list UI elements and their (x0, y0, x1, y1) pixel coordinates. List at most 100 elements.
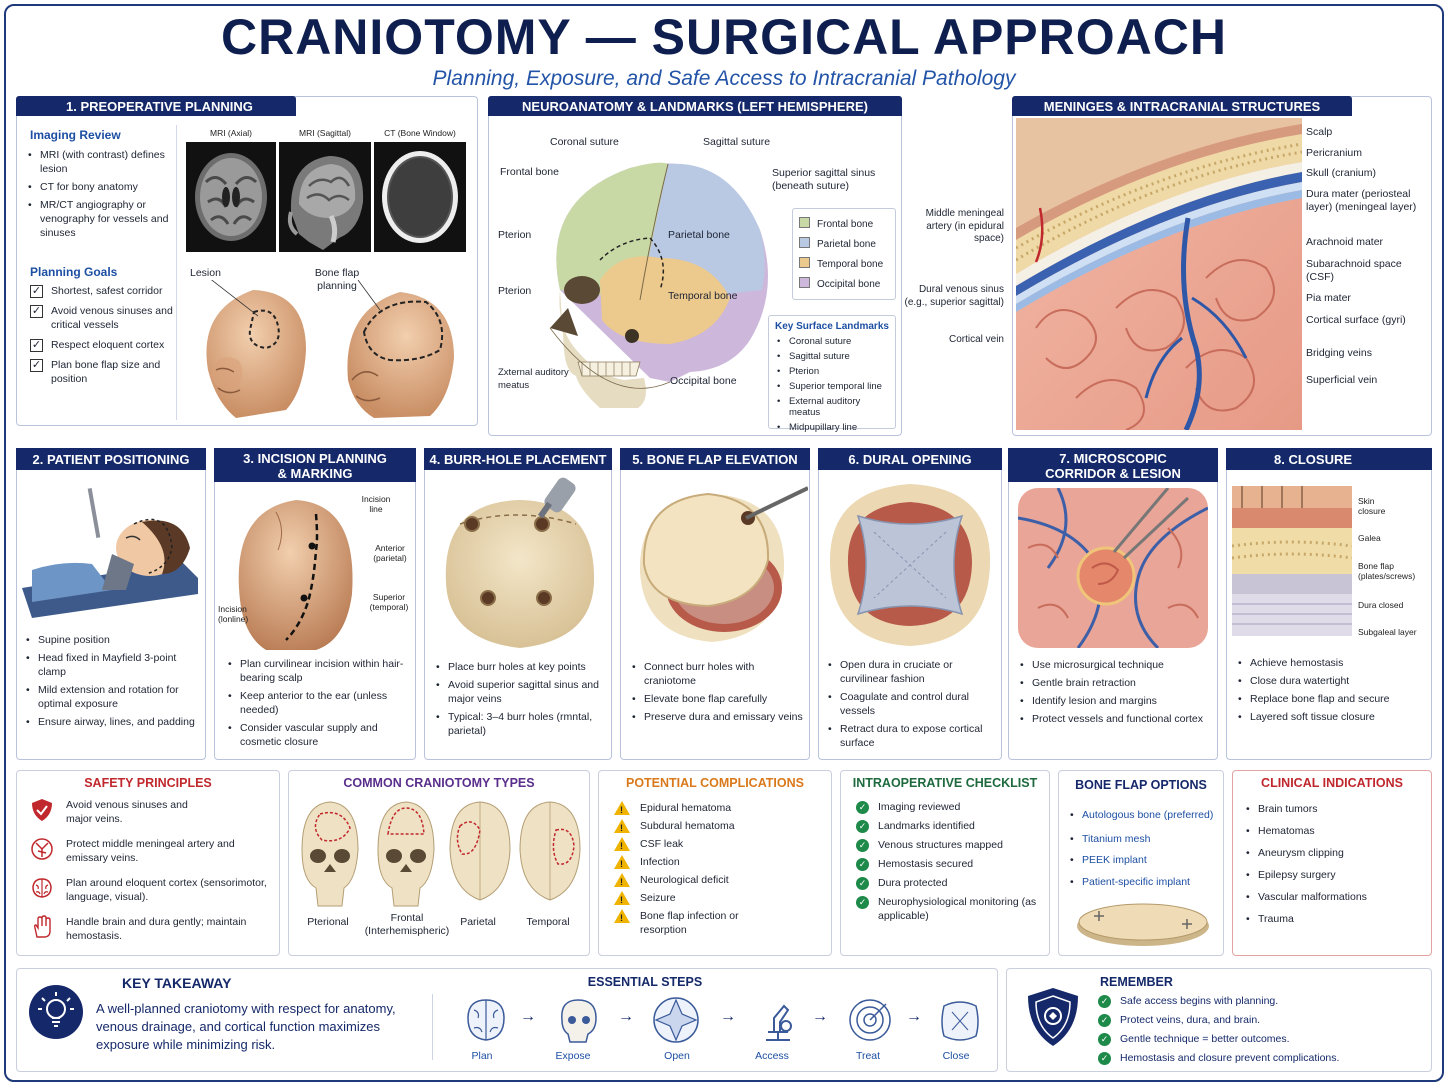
takeaway-title: KEY TAKEAWAY (122, 975, 232, 991)
microscopic-list: Use microsurgical technique Gentle brain… (1018, 658, 1214, 730)
complications-panel (598, 770, 832, 956)
list-item: Protect vessels and functional cortex (1018, 712, 1214, 726)
anterior-label: Anterior (parietal) (373, 543, 407, 563)
galea-label: Galea (1358, 533, 1381, 543)
scan-label-ct: CT (Bone Window) (384, 128, 456, 138)
list-item: Gentle brain retraction (1018, 676, 1214, 690)
clinical-indications-list: Brain tumors Hematomas Aneurysm clipping… (1244, 802, 1428, 930)
scan-label-sagittal: MRI (Sagittal) (299, 128, 351, 138)
temporal-bone-label: Temporal bone (668, 290, 738, 302)
bone-flap-options-list: Autologous bone (preferred) Titanium mes… (1068, 808, 1222, 893)
check-circle-icon: ✓ (856, 896, 869, 909)
arrow-icon: → (720, 1008, 736, 1025)
complications-title: POTENTIAL COMPLICATIONS (625, 776, 804, 790)
subgaleal-layer-label: Subgaleal layer (1358, 627, 1417, 637)
vertical-divider (176, 125, 177, 420)
takeaway-panel (16, 968, 998, 1072)
coronal-suture-label: Coronal suture (550, 136, 619, 148)
list-item: Open dura in cruciate or curvilinear fas… (826, 658, 998, 686)
closure-list: Achieve hemostasis Close dura watertight… (1236, 656, 1426, 728)
checkbox-icon: ✓ (30, 359, 43, 372)
arrow-icon: → (520, 1008, 536, 1025)
list-item: Brain tumors (1244, 802, 1428, 816)
warning-icon: ! (614, 819, 630, 833)
step-label-open: Open (664, 1050, 690, 1062)
type-label-temporal: Temporal (526, 916, 570, 928)
step-label-expose: Expose (555, 1050, 591, 1062)
list-item: Plan curvilinear incision within hair-be… (226, 657, 410, 685)
pterion-label-1: Pterion (498, 229, 532, 241)
checklist-item: ✓Landmarks identified (856, 819, 1046, 833)
complication-item: !Subdural hematoma (614, 819, 826, 833)
safety-list: Avoid venous sinuses and major veins. Pr… (30, 798, 274, 952)
skin-closure-label: Skin closure (1358, 496, 1386, 516)
checklist-item: ✓Dura protected (856, 876, 1046, 890)
list-item: Supine position (24, 633, 200, 647)
check-circle-icon: ✓ (1098, 995, 1111, 1008)
neuroanatomy-header: NEUROANATOMY & LANDMARKS (LEFT HEMISPHER… (488, 96, 902, 116)
parietal-bone-label: Parietal bone (668, 229, 730, 241)
step-closure-header: 8. CLOSURE (1226, 448, 1432, 470)
checklist-item: ✓Venous structures mapped (856, 838, 1046, 852)
burr-hole-illustration (445, 477, 595, 648)
incision-marking-illustration (238, 500, 353, 650)
checkbox-icon: ✓ (30, 305, 43, 318)
incision-lonline-label: Incision (lonline) (218, 604, 249, 624)
step-dural-opening-header: 6. DURAL OPENING (818, 448, 1002, 470)
complication-item: !Bone flap infection or resorption (614, 909, 826, 937)
mri-sagittal-image (279, 142, 371, 252)
imaging-review-title: Imaging Review (30, 128, 121, 142)
step-bone-flap-header: 5. BONE FLAP ELEVATION (620, 448, 810, 470)
bone-flap-elevation-illustration (639, 486, 808, 642)
legend-item: Parietal bone (799, 235, 889, 255)
superior-sagittal-sinus-label: Superior sagittal sinus (beneath suture) (772, 167, 876, 192)
type-label-parietal: Parietal (460, 916, 496, 928)
clinical-indications-title: CLINICAL INDICATIONS (1261, 776, 1403, 790)
dural-venous-sinus-label: Dural venous sinus (e.g., superior sagit… (904, 284, 1005, 308)
cortical-surface-label: Cortical surface (gyri) (1306, 314, 1406, 326)
warning-icon: ! (614, 873, 630, 887)
safety-item: Plan around eloquent cortex (sensorimoto… (30, 876, 274, 904)
remember-item: ✓Gentle technique = better outcomes. (1098, 1032, 1428, 1046)
list-item: Aneurysm clipping (1244, 846, 1428, 860)
list-item: Elevate bone flap carefully (630, 692, 806, 706)
step-positioning-header: 2. PATIENT POSITIONING (16, 448, 206, 470)
craniotomy-types-illustration (301, 801, 581, 907)
takeaway-text: A well-planned craniotomy with respect f… (96, 1001, 396, 1052)
incision-line-label: Incision line (361, 494, 391, 514)
craniotomy-types-title: COMMON CRANIOTOMY TYPES (343, 776, 535, 790)
step-label-access: Access (755, 1050, 789, 1062)
complication-item: !CSF leak (614, 837, 826, 851)
checkbox-icon: ✓ (30, 285, 43, 298)
list-item: Titanium mesh (1068, 832, 1222, 846)
list-item: PEEK implant (1068, 853, 1222, 867)
checklist-panel (840, 770, 1050, 956)
remember-panel (1006, 968, 1432, 1072)
head-lesion-illustration (206, 280, 306, 418)
goal-item: ✓Plan bone flap size and position (30, 359, 161, 385)
list-item: MRI (with contrast) defines lesion (26, 148, 176, 176)
landmarks-box: Key Surface Landmarks Coronal suture Sag… (768, 315, 896, 433)
list-item: Patient-specific implant (1068, 875, 1222, 889)
step-label-close: Close (942, 1050, 970, 1062)
complication-item: !Epidural hematoma (614, 801, 826, 815)
check-circle-icon: ✓ (856, 858, 869, 871)
complication-item: !Neurological deficit (614, 873, 826, 887)
list-item: Identify lesion and margins (1018, 694, 1214, 708)
list-item: CT for bony anatomy (26, 180, 176, 194)
middle-meningeal-artery-label: Middle meningeal artery (in epidural spa… (925, 208, 1004, 244)
type-label-frontal: Frontal (Interhemispheric) (364, 912, 450, 937)
check-circle-icon: ✓ (856, 839, 869, 852)
list-item: Hematomas (1244, 824, 1428, 838)
list-item: Midpupillary line (775, 422, 889, 433)
dural-opening-illustration (829, 484, 991, 646)
list-item: MR/CT angiography or venography for vess… (26, 198, 176, 240)
goal-item: ✓Shortest, safest corridor (30, 285, 163, 298)
skull-label: Skull (cranium) (1306, 167, 1377, 179)
type-label-pterional: Pterional (307, 916, 349, 928)
list-item: Preserve dura and emissary veins (630, 710, 806, 724)
complication-item: !Infection (614, 855, 826, 869)
checklist-item: ✓Neurophysiological monitoring (as appli… (856, 895, 1046, 923)
legend-item: Occipital bone (799, 275, 889, 295)
remember-item: ✓Hemostasis and closure prevent complica… (1098, 1051, 1428, 1065)
